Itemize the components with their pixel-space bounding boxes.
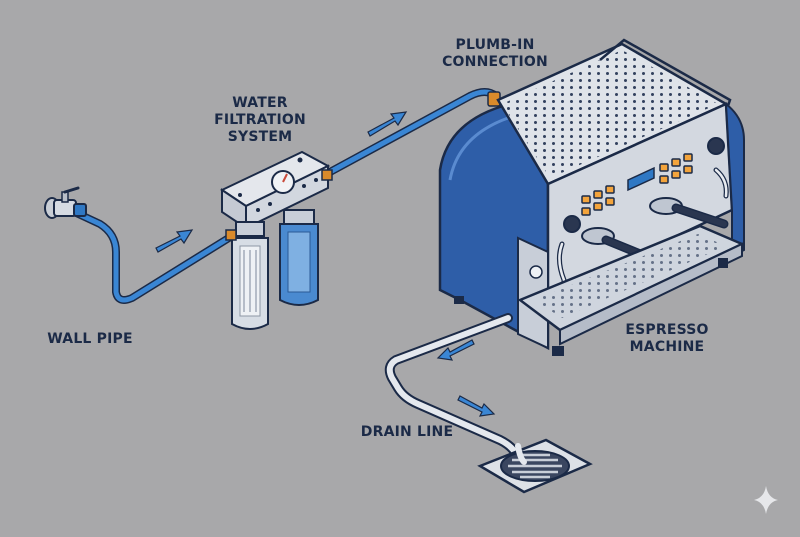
filtration-system [219, 150, 333, 330]
label-wall-pipe: WALL PIPE [47, 331, 133, 347]
flow-arrows-drain [436, 339, 496, 417]
sparkle-icon [754, 486, 778, 514]
supply-pipe [66, 88, 500, 304]
drain-line [384, 313, 523, 465]
espresso-machine [438, 38, 746, 356]
wall-valve [44, 186, 87, 219]
floor-drain [477, 438, 593, 494]
label-plumb-in-connection: PLUMB-IN CONNECTION [442, 37, 548, 70]
label-water-filtration: WATER FILTRATION SYSTEM [214, 95, 306, 145]
label-drain-line: DRAIN LINE [360, 424, 454, 440]
label-espresso-machine: ESPRESSO MACHINE [625, 322, 709, 355]
flow-arrows-supply [155, 111, 408, 253]
